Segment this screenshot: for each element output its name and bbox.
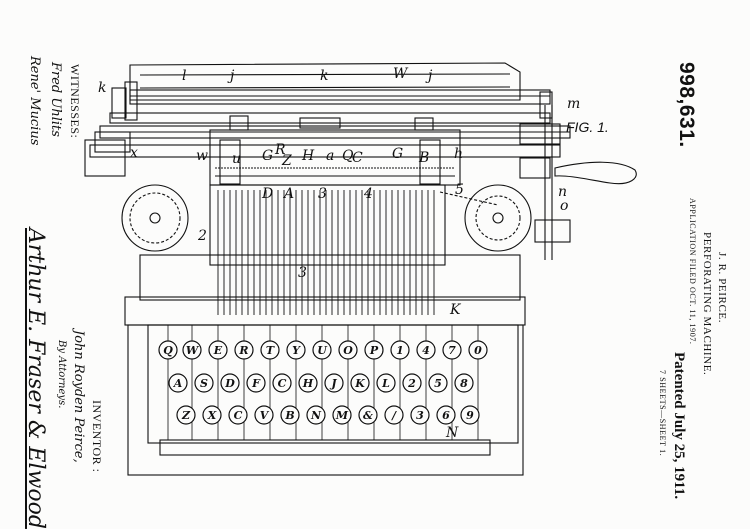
svg-text:A: A [282,186,294,202]
svg-text:2: 2 [197,228,207,244]
svg-text:j: j [227,68,235,84]
svg-text:L: L [381,377,390,390]
svg-text:C: C [352,150,363,166]
svg-text:9: 9 [466,409,474,422]
svg-text:3: 3 [416,409,424,422]
svg-text:h: h [454,146,463,162]
svg-text:/: / [391,409,397,422]
svg-text:V: V [260,409,270,422]
svg-text:2: 2 [407,377,416,390]
svg-text:T: T [266,344,275,357]
svg-text:H: H [302,377,314,390]
svg-text:3: 3 [298,265,307,281]
svg-text:o: o [560,198,568,214]
svg-text:R: R [274,142,286,158]
svg-text:3: 3 [318,186,327,202]
svg-text:C: C [234,409,243,422]
svg-text:A: A [173,377,183,390]
svg-text:m: m [567,96,580,112]
svg-text:0: 0 [474,344,482,357]
svg-text:E: E [213,344,223,357]
svg-text:Z: Z [181,409,191,422]
svg-text:k: k [98,80,106,96]
svg-text:Z: Z [281,153,292,169]
svg-text:O: O [343,344,353,357]
svg-text:G: G [392,146,403,162]
svg-text:k: k [320,68,328,84]
svg-text:l: l [182,68,186,84]
svg-text:R: R [238,344,248,357]
svg-text:H: H [301,148,315,164]
svg-text:8: 8 [460,377,468,390]
svg-text:a: a [326,148,334,164]
svg-text:B: B [418,150,429,166]
svg-text:K: K [354,377,365,390]
svg-text:4: 4 [422,344,430,357]
svg-text:Y: Y [292,344,301,357]
svg-text:C: C [278,377,287,390]
svg-text:K: K [449,302,462,318]
svg-text:F: F [251,377,261,390]
svg-text:N: N [310,409,322,422]
svg-text:J: J [329,377,337,390]
svg-text:B: B [284,409,294,422]
svg-text:&: & [363,409,373,422]
svg-text:1: 1 [396,344,404,357]
svg-text:w: w [196,148,208,164]
svg-text:x: x [130,145,138,161]
svg-text:M: M [335,409,349,422]
svg-text:Q: Q [342,148,354,164]
svg-text:5: 5 [455,182,464,198]
figure-label: FIG. 1. [566,119,609,135]
svg-text:W: W [393,66,409,82]
svg-text:u: u [232,151,241,167]
svg-text:4: 4 [363,186,373,202]
svg-text:U: U [317,344,328,357]
svg-text:D: D [224,377,235,390]
svg-text:W: W [186,344,200,357]
svg-text:7: 7 [448,344,456,357]
svg-text:P: P [369,344,379,357]
svg-text:5: 5 [434,377,442,390]
svg-text:N: N [445,425,459,441]
svg-text:Q: Q [163,344,173,357]
svg-text:S: S [200,377,208,390]
svg-text:X: X [207,409,217,422]
svg-text:D: D [261,186,273,202]
svg-text:G: G [262,148,273,164]
svg-text:6: 6 [442,409,450,422]
svg-text:n: n [558,184,567,200]
svg-text:j: j [425,68,433,84]
